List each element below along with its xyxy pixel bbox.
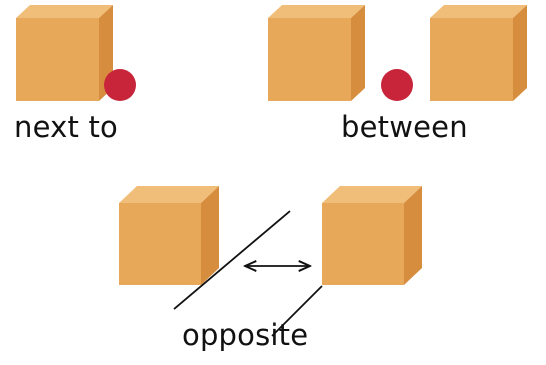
cube-left <box>119 186 219 285</box>
red-ball <box>381 69 413 101</box>
opposite-scene <box>119 186 422 336</box>
red-ball <box>104 69 136 101</box>
cube-right <box>322 186 422 285</box>
cube <box>16 5 113 101</box>
cube-left <box>268 5 365 101</box>
cube-right <box>430 5 527 101</box>
next-to-scene <box>16 5 136 101</box>
between-scene <box>268 5 527 101</box>
label-between: between <box>341 110 468 144</box>
label-opposite: opposite <box>182 318 308 352</box>
label-next-to: next to <box>14 110 118 144</box>
